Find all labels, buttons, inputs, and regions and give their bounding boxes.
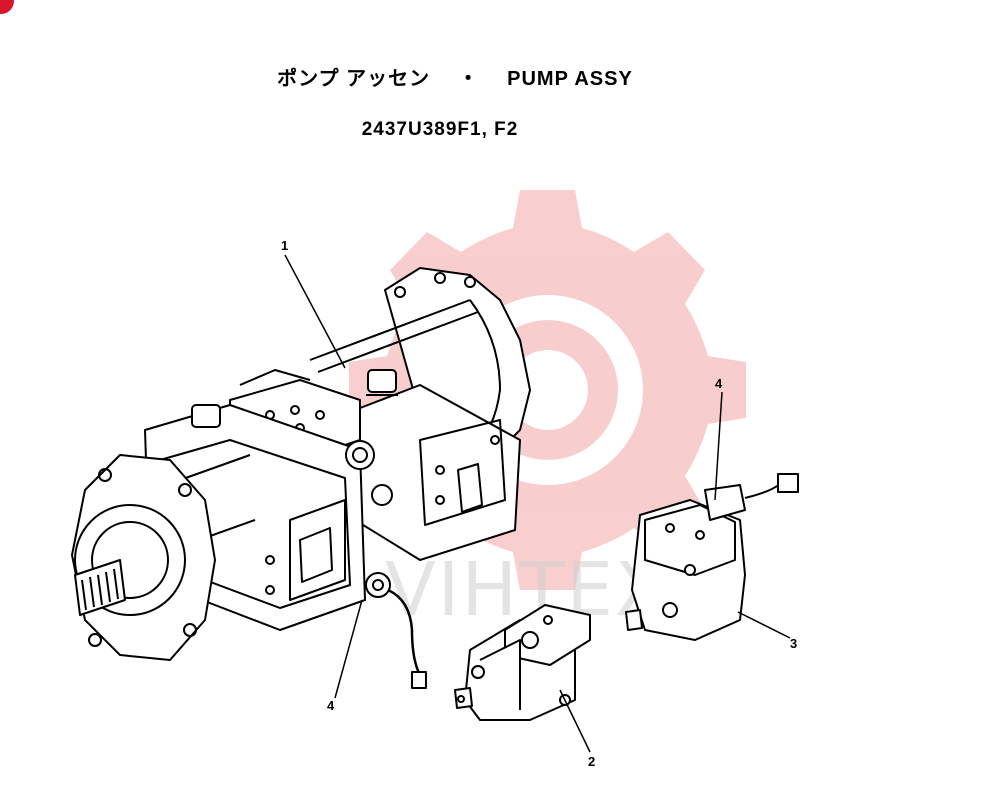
title-japanese: ポンプ アッセン xyxy=(277,68,431,90)
callout-1: 1 xyxy=(281,238,288,253)
title-separator: ・ xyxy=(458,68,480,90)
main-pump-drawing xyxy=(71,267,531,689)
title-english: PUMP ASSY xyxy=(507,68,633,90)
callout-2: 2 xyxy=(588,754,595,769)
callout-3: 3 xyxy=(790,636,797,651)
regulator-front-drawing xyxy=(454,604,591,721)
callout-leaders xyxy=(284,254,791,753)
callout-4-right: 4 xyxy=(715,376,723,391)
drawing-title: ポンプ アッセン ・ PUMP ASSY xyxy=(0,62,910,91)
part-number: 2437U389F1, F2 xyxy=(361,119,519,140)
callout-4-left: 4 xyxy=(327,698,335,713)
